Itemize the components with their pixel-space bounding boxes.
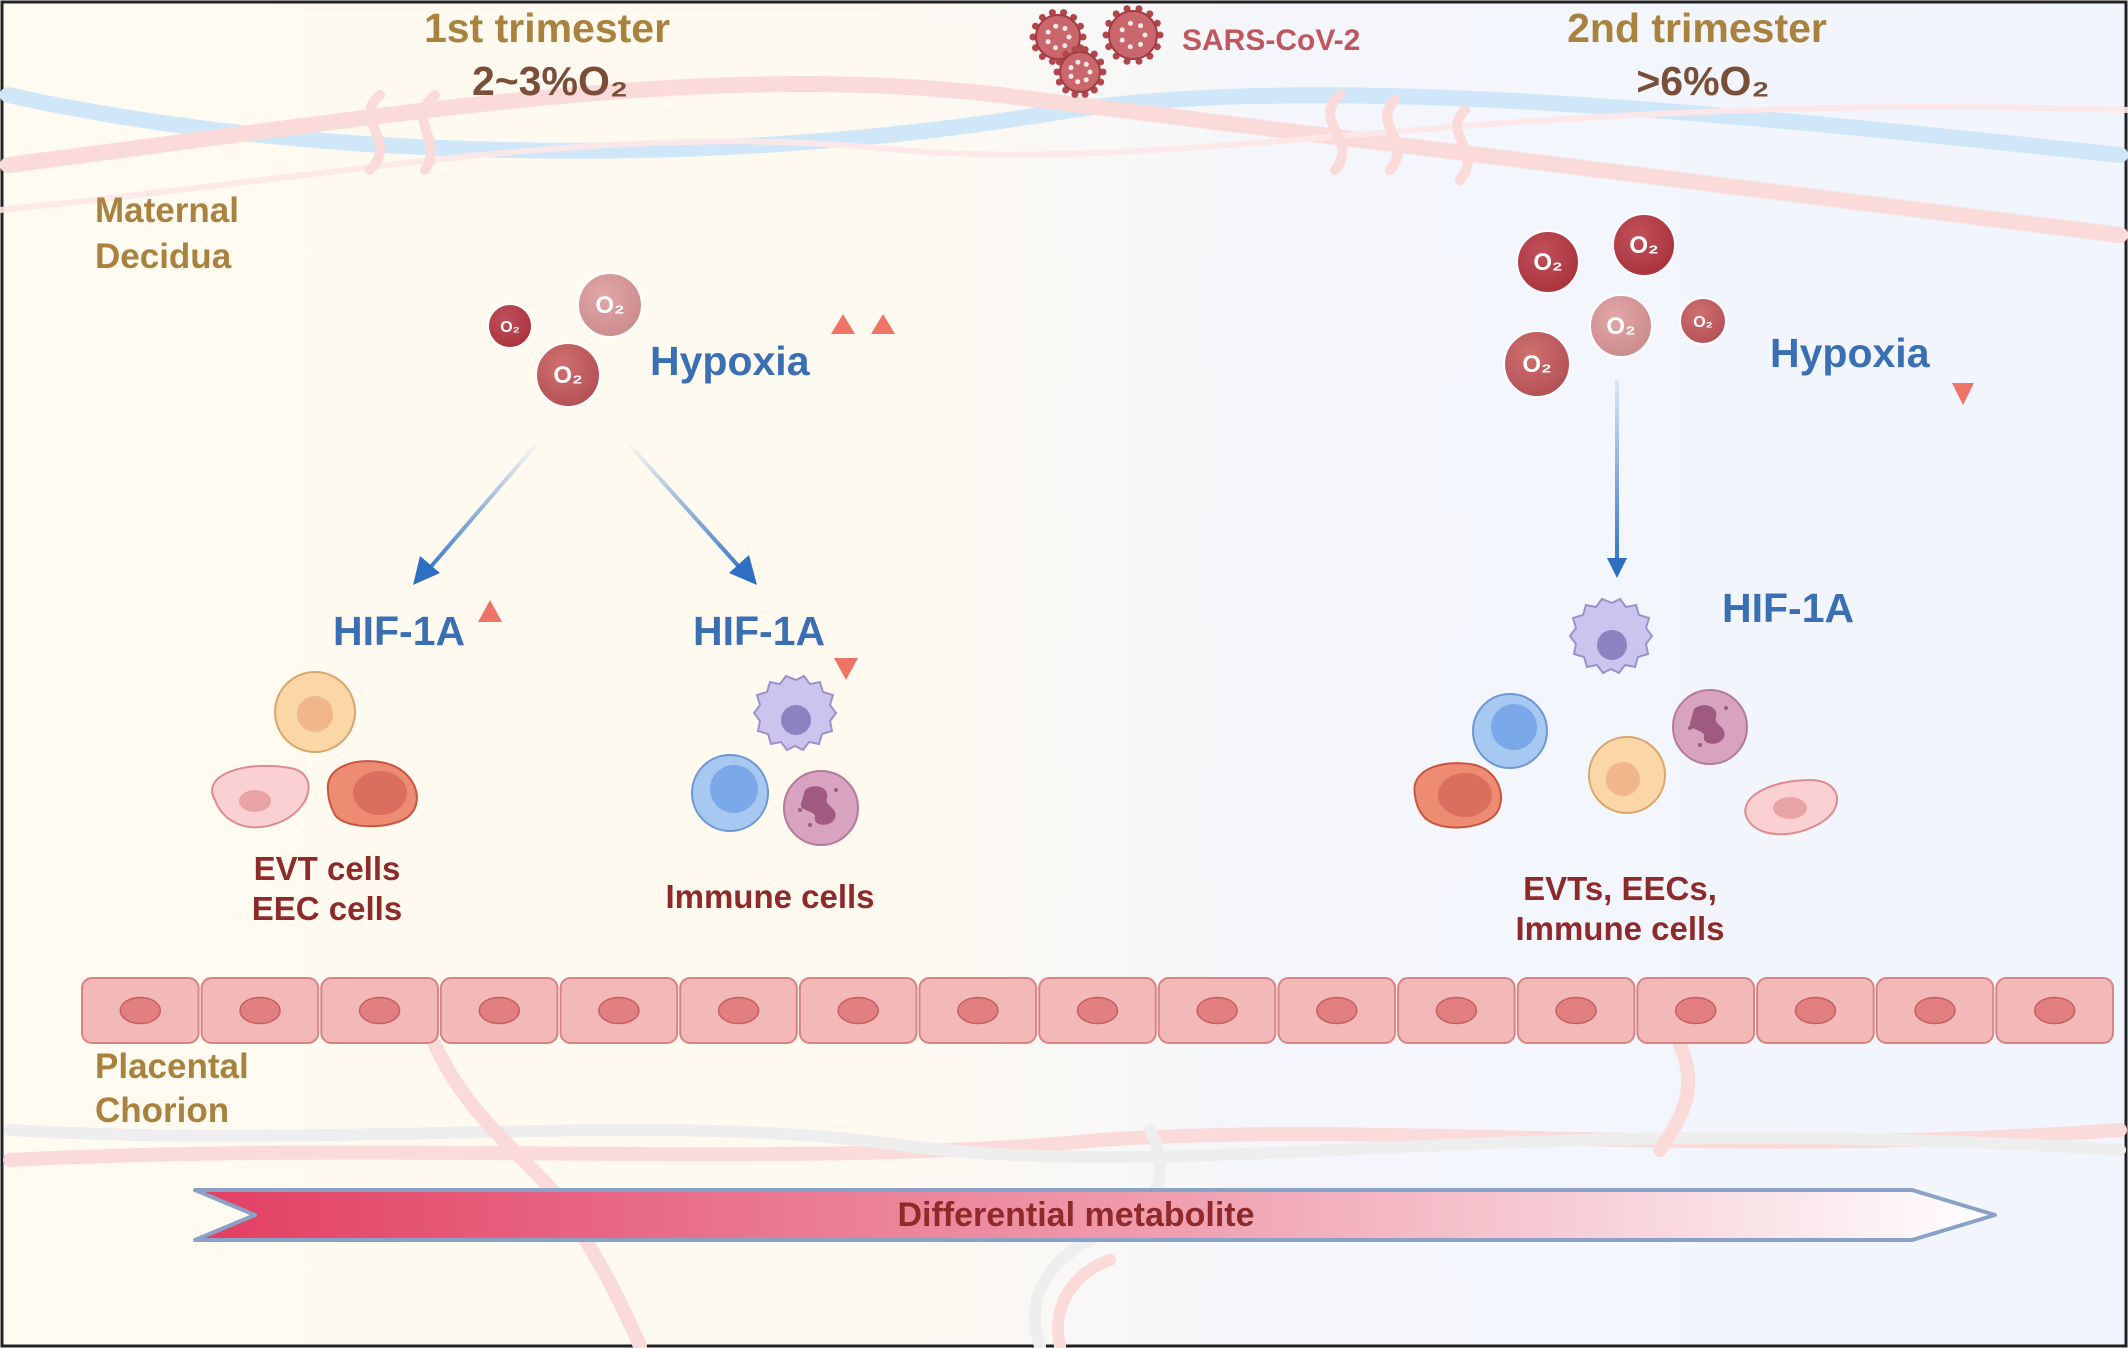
second-trimester-title: 2nd trimester (1567, 5, 1827, 51)
first-trimester-oxygen: 2~3%O₂ (472, 58, 628, 104)
arrow-up-icon (478, 600, 502, 690)
flow-arrow-left (413, 438, 542, 585)
chorion-cell (320, 977, 439, 1044)
right-o2-cluster: O₂ O₂ O₂ O₂ O₂ (1503, 213, 1727, 398)
decidual-cell (326, 760, 418, 828)
flow-arrow-right (623, 438, 757, 585)
chorion-cell (81, 977, 200, 1044)
hif-1a-label-evt: HIF-1A (333, 608, 465, 654)
chorion-cell (1636, 977, 1756, 1044)
evt-cells-label: EVT cells (254, 850, 401, 887)
flow-arrow-down (1607, 380, 1627, 578)
chorion-cell (1756, 977, 1875, 1044)
chorion-cell (1397, 977, 1516, 1044)
macrophage-cell (752, 674, 838, 752)
decidual-cell (1413, 762, 1502, 829)
trophoblast-cell (274, 671, 356, 753)
o2-molecule-icon: O₂ (1503, 330, 1571, 398)
arrow-up-icon (871, 314, 895, 405)
immune-cells-right-label: Immune cells (1515, 910, 1724, 947)
virus-particle (1102, 5, 1164, 65)
first-trimester-title: 1st trimester (424, 5, 670, 51)
differential-metabolite-arrow: Differential metabolite (193, 1188, 1997, 1242)
chorion-cell (1516, 977, 1636, 1044)
svg-text:O₂: O₂ (553, 362, 582, 389)
maternal-label: Maternal (95, 191, 239, 230)
chorion-cell (200, 977, 320, 1044)
immune-cells-label: Immune cells (665, 878, 874, 915)
evt-eec-cell-cluster (211, 671, 418, 829)
svg-text:O₂: O₂ (1533, 249, 1562, 276)
differential-metabolite-label: Differential metabolite (897, 1196, 1254, 1234)
chorion-cell (918, 977, 1038, 1044)
svg-text:O₂: O₂ (1629, 232, 1658, 259)
o2-molecule-icon: O₂ (1516, 230, 1580, 294)
left-hypoxia-label: Hypoxia (650, 338, 811, 384)
macrophage-cell (1568, 597, 1654, 675)
chorion-cell (798, 977, 918, 1044)
lymphocyte-cell (1472, 693, 1548, 769)
hif-1a-label-immune: HIF-1A (693, 608, 825, 654)
chorion-cell (1995, 977, 2115, 1044)
evts-eecs-label: EVTs, EECs, (1523, 870, 1717, 907)
sars-cov-2-label: SARS-CoV-2 (1182, 24, 1360, 57)
neutrophil-cell (1672, 689, 1748, 765)
left-o2-cluster: O₂ O₂ O₂ (487, 272, 643, 408)
o2-molecule-icon: O₂ (1589, 294, 1653, 358)
arrow-up-icon (831, 314, 855, 405)
decidua-label: Decidua (95, 237, 232, 276)
lymphocyte-cell (691, 754, 769, 832)
svg-text:O₂: O₂ (1693, 314, 1713, 331)
o2-molecule-icon: O₂ (535, 342, 601, 408)
chorion-label: Chorion (95, 1091, 229, 1130)
chorion-cell (559, 977, 679, 1044)
immune-cell-cluster (691, 674, 859, 846)
chorion-cell (1038, 977, 1157, 1044)
chorion-cell (1277, 977, 1397, 1044)
arrow-down-icon (1952, 335, 1974, 405)
svg-text:O₂: O₂ (595, 292, 624, 319)
chorion-cell (679, 977, 798, 1044)
mixed-cell-cluster (1413, 597, 1838, 836)
virus-icon (1029, 5, 1164, 98)
arrow-down-icon (834, 588, 858, 680)
o2-molecule-icon: O₂ (487, 303, 533, 349)
chorion-cell (1157, 977, 1277, 1044)
second-trimester-oxygen: >6%O₂ (1636, 58, 1769, 104)
endothelial-cell (211, 764, 310, 829)
svg-text:O₂: O₂ (1606, 313, 1635, 340)
chorion-cell-layer (81, 977, 2115, 1044)
placental-label: Placental (95, 1047, 249, 1086)
chorion-cell (439, 977, 559, 1044)
hif-1a-label-right: HIF-1A (1722, 585, 1854, 631)
svg-text:O₂: O₂ (1522, 351, 1551, 378)
neutrophil-cell (783, 770, 859, 846)
endothelial-cell (1744, 778, 1838, 836)
right-hypoxia-label: Hypoxia (1770, 330, 1931, 376)
eec-cells-label: EEC cells (252, 890, 402, 927)
virus-particle (1053, 46, 1107, 98)
o2-molecule-icon: O₂ (1612, 213, 1676, 277)
chorion-cell (1875, 977, 1995, 1044)
o2-molecule-icon: O₂ (1679, 297, 1727, 345)
top-vessels (0, 75, 2128, 243)
svg-text:O₂: O₂ (500, 319, 520, 336)
trophoblast-cell (1588, 736, 1666, 814)
o2-molecule-icon: O₂ (577, 272, 643, 338)
